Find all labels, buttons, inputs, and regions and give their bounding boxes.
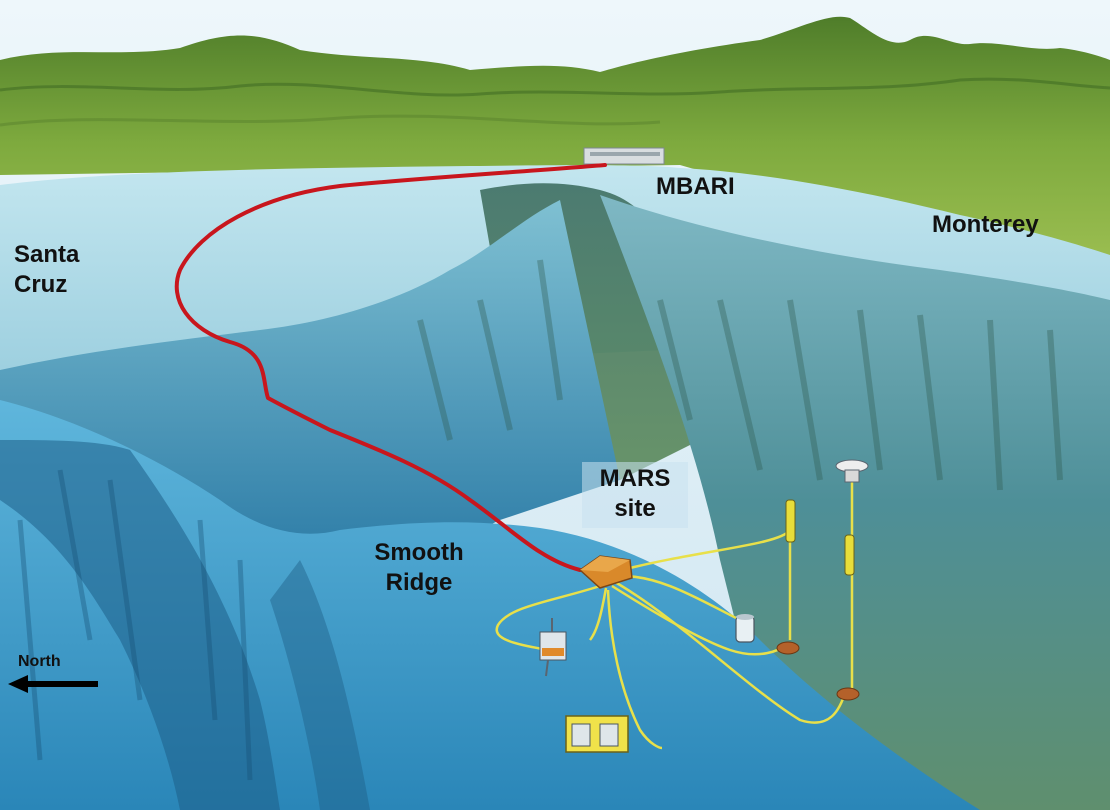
- instrument-frame-icon: [565, 715, 629, 753]
- north-indicator: North: [8, 652, 100, 694]
- santa-cruz-label: Santa Cruz: [14, 240, 79, 300]
- monterey-label: Monterey: [932, 211, 1039, 238]
- north-arrow-icon: [8, 675, 98, 693]
- smooth-ridge-label: Smooth Ridge: [340, 538, 498, 598]
- mars-node-icon: [578, 555, 633, 589]
- mars-site-label: MARS site: [582, 462, 688, 528]
- sensor-canister-icon: [735, 614, 755, 643]
- santa-cruz-label-line-1: Santa: [14, 241, 80, 268]
- santa-cruz-label-line-2: Cruz: [14, 271, 68, 298]
- mbari-building-icon: [583, 147, 665, 165]
- instrument-cables: [495, 480, 854, 750]
- mars-site-label-line-1: MARS: [599, 465, 671, 492]
- mooring-buoy-icon: [776, 499, 800, 655]
- main-cable-line: [174, 163, 607, 572]
- mooring-tower-icon: [835, 459, 869, 701]
- north-label: North: [18, 653, 61, 670]
- smooth-ridge-label-line-2: Ridge: [385, 569, 453, 596]
- instrument-platform-icon: [539, 618, 567, 677]
- mars-site-label-line-2: site: [614, 495, 656, 522]
- smooth-ridge-label-line-1: Smooth: [374, 539, 464, 566]
- mbari-label: MBARI: [656, 173, 735, 200]
